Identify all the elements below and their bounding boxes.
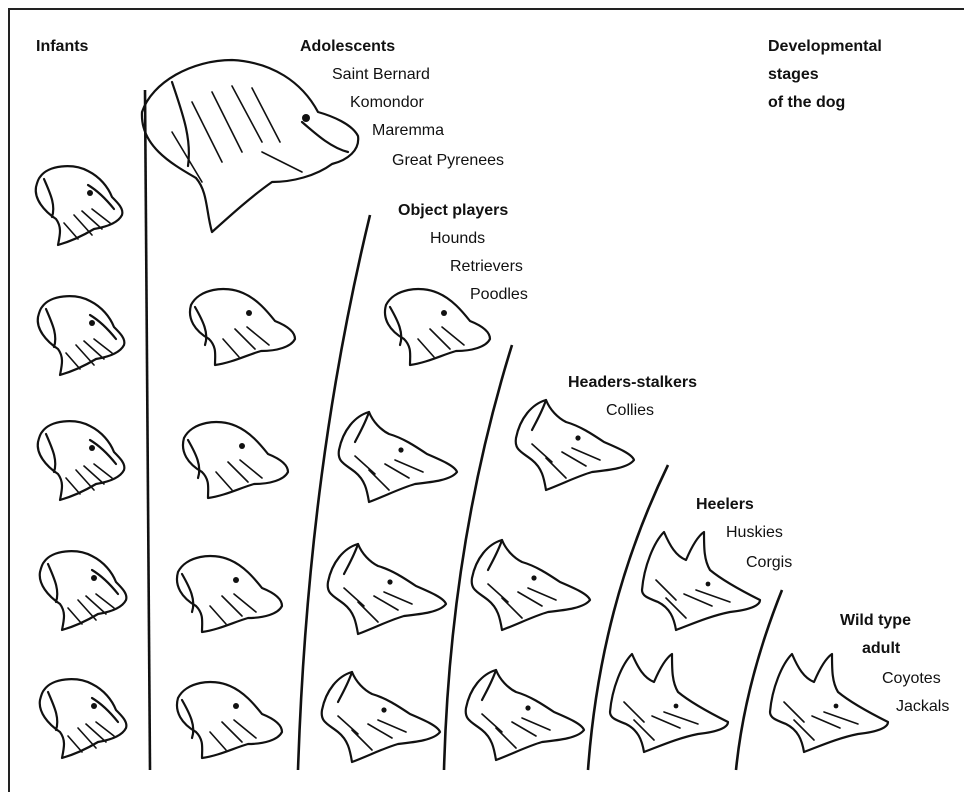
- headers-stalkers-heading: Headers-stalkers: [568, 374, 697, 392]
- adolescent-breed: Maremma: [372, 122, 444, 140]
- object-player-head: [328, 544, 446, 634]
- infant-head: [38, 421, 125, 500]
- stage-divider: [298, 215, 370, 770]
- wild-type-species: Jackals: [896, 698, 949, 716]
- infant-head: [38, 296, 125, 375]
- header-head: [472, 540, 590, 630]
- adolescent-head: [177, 682, 282, 758]
- heelers-breed: Corgis: [746, 554, 792, 572]
- husky-head: [642, 532, 760, 630]
- header-head: [466, 670, 584, 760]
- heelers-heading: Heelers: [696, 496, 754, 514]
- diagram-title-line: of the dog: [768, 94, 845, 112]
- adolescent-head: [190, 289, 295, 365]
- saint-bernard-head: [142, 60, 358, 232]
- infants-heading: Infants: [36, 38, 88, 56]
- wild-type-heading: Wild type: [840, 612, 911, 630]
- diagram-title-line: Developmental: [768, 38, 882, 56]
- object-player-breed: Hounds: [430, 230, 485, 248]
- object-players-heading: Object players: [398, 202, 508, 220]
- adolescent-head: [183, 422, 288, 498]
- adolescent-breed: Komondor: [350, 94, 424, 112]
- headers-stalkers-breed: Collies: [606, 402, 654, 420]
- diagram-title-line: stages: [768, 66, 819, 84]
- adolescents-heading: Adolescents: [300, 38, 395, 56]
- coyote-head: [770, 654, 888, 752]
- stage-divider: [736, 590, 782, 770]
- object-player-head: [322, 672, 440, 762]
- adolescent-head: [177, 556, 282, 632]
- object-player-breed: Poodles: [470, 286, 528, 304]
- infant-head: [40, 551, 127, 630]
- stage-divider: [444, 345, 512, 770]
- object-player-head: [339, 412, 457, 502]
- stage-divider: [145, 90, 150, 770]
- infant-head: [36, 166, 123, 245]
- wild-type-species: Coyotes: [882, 670, 941, 688]
- object-player-breed: Retrievers: [450, 258, 523, 276]
- infant-head: [40, 679, 127, 758]
- heeler-head: [610, 654, 728, 752]
- heelers-breed: Huskies: [726, 524, 783, 542]
- adolescent-breed: Saint Bernard: [332, 66, 430, 84]
- adolescent-breed: Great Pyrenees: [392, 152, 504, 170]
- wild-type-heading: adult: [862, 640, 900, 658]
